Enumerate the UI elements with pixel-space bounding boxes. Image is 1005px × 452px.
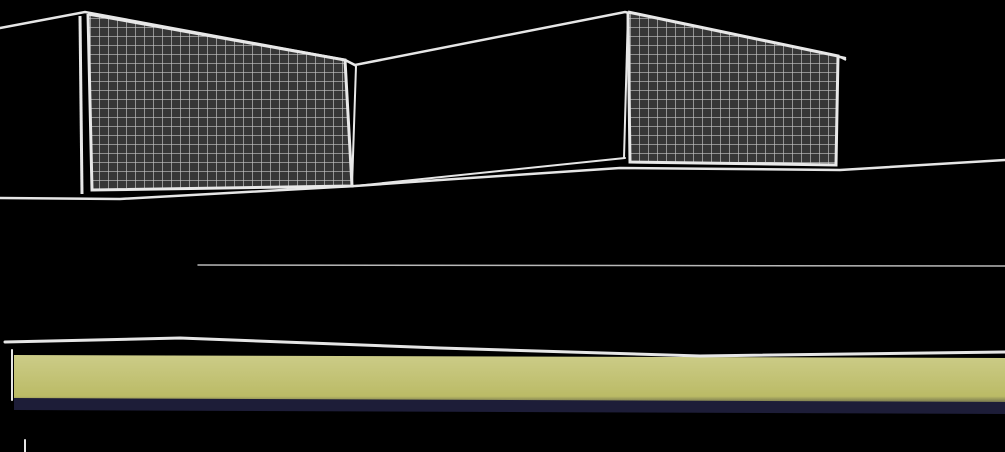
right-soccer-goal — [623, 10, 847, 167]
left-soccer-goal — [78, 12, 357, 195]
yellow-highlight-band — [14, 355, 1005, 414]
